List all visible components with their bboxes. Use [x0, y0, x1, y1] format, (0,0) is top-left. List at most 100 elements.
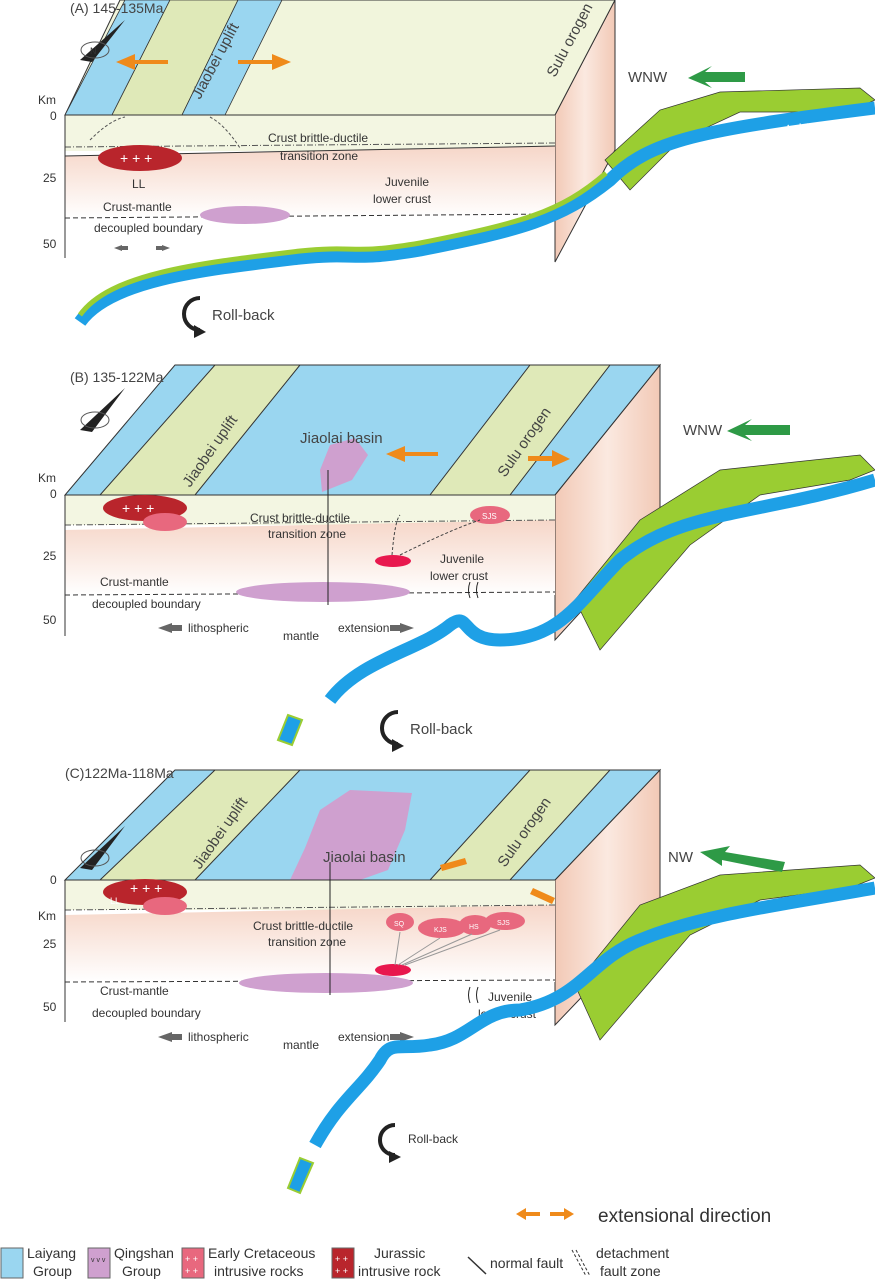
extension-arrow-icon: [528, 450, 570, 467]
transition-label: transition zone: [268, 527, 346, 541]
early-cretaceous-swatch: [181, 1247, 205, 1279]
extension-arrow-icon: [550, 1208, 574, 1220]
depth-tick: 50: [43, 1000, 57, 1014]
qingshan-swatch: [87, 1247, 111, 1279]
mantle-label: lithospheric: [188, 1030, 249, 1044]
direction-label: WNW: [628, 69, 668, 86]
boundary-label: Crust-mantle: [100, 575, 169, 589]
juvenile-label: lower crust: [373, 192, 432, 206]
juvenile-lower-crust-body: [200, 206, 290, 224]
juvenile-label: Juvenile: [440, 552, 484, 566]
pluton-sjs: [485, 912, 525, 930]
svg-text:+ +: + +: [335, 1266, 348, 1276]
depth-tick: 0: [50, 487, 57, 501]
mantle-label: extension: [338, 621, 389, 635]
jurassic-swatch: [331, 1247, 355, 1279]
transition-label: transition zone: [280, 149, 358, 163]
early-cretaceous-pluton-sjs: [470, 506, 510, 524]
extension-arrow-icon: [530, 888, 555, 904]
north-arrow-icon: [80, 826, 125, 870]
depth-unit: Km: [38, 471, 56, 485]
mantle-label: mantle: [283, 1038, 319, 1052]
pluton-label: SJS: [482, 512, 497, 521]
legend-label: normal fault: [490, 1255, 563, 1271]
legend-label: Group: [122, 1263, 161, 1279]
extension-arrow-icon: [516, 1208, 540, 1220]
mantle-label: extension: [338, 1030, 389, 1044]
basin-label: Jiaolai basin: [300, 430, 383, 447]
pluton-label: LL: [110, 896, 120, 906]
svg-text:v v v: v v v: [91, 1257, 106, 1264]
juvenile-label: Juvenile: [488, 990, 532, 1004]
transition-label: Crust brittle-ductile: [268, 131, 368, 145]
legend-extensional-direction: extensional direction: [598, 1206, 771, 1227]
pluton-label: LL: [132, 177, 146, 191]
north-arrow-icon: [80, 388, 125, 432]
transition-label: Crust brittle-ductile: [253, 919, 353, 933]
legend-label: fault zone: [600, 1263, 661, 1279]
legend-label: intrusive rocks: [214, 1263, 303, 1279]
basin-label: Jiaolai basin: [323, 849, 406, 866]
svg-text:+ + +: + + +: [120, 150, 152, 166]
arrow-left-icon: [114, 245, 128, 251]
rollback-label: Roll-back: [212, 307, 275, 324]
juvenile-label: Juvenile: [385, 175, 429, 189]
extension-arrow-icon: [238, 54, 291, 70]
pluton-kjs: [418, 918, 466, 938]
legend-label: Group: [33, 1263, 72, 1279]
svg-text:+ + +: + + +: [122, 500, 154, 516]
rollback-arrow-icon: [182, 296, 201, 332]
plate-top-surface: [574, 864, 875, 1041]
pluton-sq: [386, 913, 414, 931]
laiyang-swatch: [0, 1247, 24, 1279]
qingshan-volcanics: [320, 438, 368, 492]
legend-label: detachment: [596, 1245, 669, 1261]
depth-tick: 25: [43, 171, 57, 185]
slab-fragment: [276, 713, 304, 747]
pluton-label: SJS: [497, 920, 510, 927]
panel-title: (C)122Ma-118Ma: [65, 765, 174, 781]
panel-c: + + + Km 0 25 50 (C)122Ma-118Ma Jiaobei …: [38, 765, 875, 1195]
depth-tick: 0: [50, 109, 57, 123]
boundary-label: Crust-mantle: [100, 984, 169, 998]
direction-arrow-icon: [688, 66, 745, 88]
depth-tick: 25: [43, 937, 57, 951]
qingshan-volcanics: [290, 790, 412, 880]
arrow-left-icon: [158, 1032, 182, 1042]
depth-tick: 50: [43, 613, 57, 627]
pluton-hs: [459, 915, 491, 935]
direction-label: NW: [668, 849, 694, 866]
legend-label: Jurassic: [374, 1245, 425, 1261]
depth-tick: 25: [43, 549, 57, 563]
arrow-left-icon: [158, 623, 182, 633]
svg-text:+ +: + +: [185, 1266, 198, 1276]
magma-source: [375, 555, 411, 567]
depth-tick: 0: [50, 873, 57, 887]
north-arrow-icon: N: [80, 20, 125, 62]
legend-label: Qingshan: [114, 1245, 174, 1261]
lower-crust: [65, 146, 555, 218]
legend-label: Laiyang: [27, 1245, 76, 1261]
extension-arrow-icon: [116, 54, 168, 70]
early-cretaceous-pluton: [143, 897, 187, 915]
depth-unit: Km: [38, 909, 56, 923]
lower-crust: [65, 520, 555, 595]
rollback-label: Roll-back: [410, 721, 473, 738]
early-cretaceous-pluton: [143, 513, 187, 531]
juvenile-lower-crust-body: [236, 582, 410, 602]
legend: extensional direction Laiyang Group v v …: [0, 1206, 771, 1279]
svg-text:+ +: + +: [335, 1254, 348, 1264]
arrow-right-icon: [390, 1032, 414, 1042]
svg-text:N: N: [90, 46, 97, 56]
boundary-label: decoupled boundary: [94, 221, 203, 235]
legend-label: Early Cretaceous: [208, 1245, 315, 1261]
mantle-label: mantle: [283, 629, 319, 643]
boundary-label: decoupled boundary: [92, 1006, 201, 1020]
jurassic-pluton-ll: [98, 145, 182, 171]
pluton-label: SQ: [394, 921, 405, 928]
direction-label: WNW: [683, 422, 723, 439]
boundary-label: Crust-mantle: [103, 200, 172, 214]
juvenile-label: lower crust: [430, 569, 489, 583]
panel-b: + + + Km 0 25 50 (B) 135-122Ma Jiaobei u…: [38, 363, 875, 752]
